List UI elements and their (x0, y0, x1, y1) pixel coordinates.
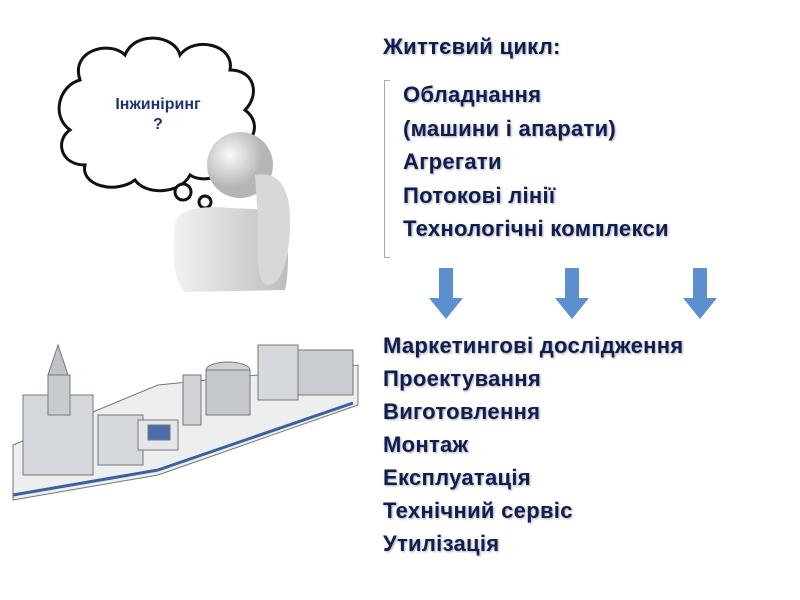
down-arrow-icon (555, 268, 589, 319)
stage-item: Маркетингові дослідження (383, 333, 684, 358)
equipment-item: Агрегати (403, 149, 502, 174)
stage-item: Виготовлення (383, 399, 541, 424)
equipment-list: Обладнання (машини і апарати) Агрегати П… (403, 78, 669, 246)
stage-item: Монтаж (383, 432, 469, 457)
equipment-item: Потокові лінії (403, 182, 556, 208)
equipment-item: Технологічні комплекси (403, 216, 669, 241)
equipment-item: (машини і апарати) (403, 115, 617, 141)
engineering-label: Інжиніринг (115, 96, 201, 113)
equipment-item: Обладнання (403, 82, 542, 107)
bracket (384, 80, 390, 258)
lifecycle-title: Життєвий цикл: (383, 34, 561, 59)
down-arrow-icon (429, 268, 463, 319)
production-line-illustration (12, 343, 359, 501)
stage-item: Утилізація (383, 531, 500, 556)
thinking-person-illustration (57, 36, 291, 292)
stage-item: Експлуатація (383, 465, 531, 490)
stage-item: Проектування (383, 366, 541, 391)
lifecycle-stages-list: Маркетингові дослідження Проектування Ви… (383, 329, 683, 560)
stage-item: Технічний сервіс (383, 498, 573, 523)
person-figure (173, 132, 291, 292)
down-arrow-icon (683, 268, 717, 319)
question-mark: ? (153, 116, 163, 133)
thought-bubble-text: Інжиніринг? (98, 95, 218, 135)
